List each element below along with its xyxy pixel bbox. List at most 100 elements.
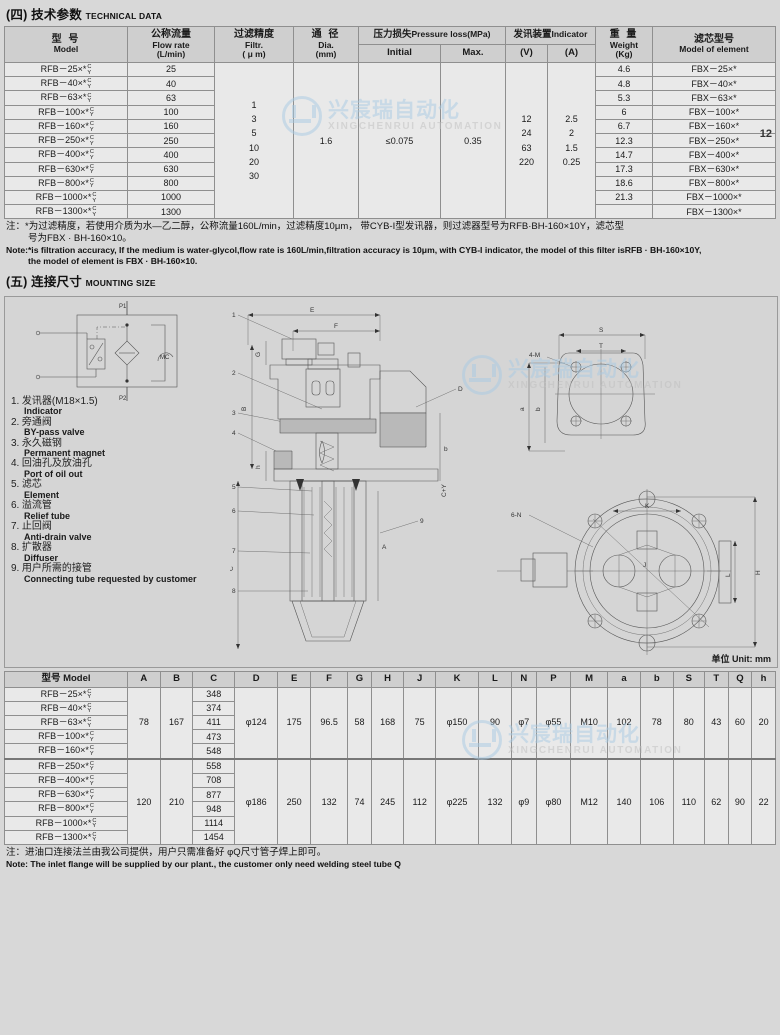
section-title-zh: 技术参数: [31, 8, 82, 22]
section-title-zh-2: 连接尺寸: [31, 274, 82, 289]
cell-weight: 6: [595, 104, 653, 120]
dim-th-f: F: [309, 670, 349, 688]
cell-dim-C: 548: [192, 743, 236, 760]
section-title-en-2: MOUNTING SIZE: [85, 277, 156, 288]
cell-dim-J: 112: [403, 758, 436, 845]
cell-dim-C: 558: [192, 758, 236, 774]
cell-dim-H: 168: [370, 686, 405, 760]
dim-th-s: S: [672, 670, 706, 688]
legend-label-en: Diffuser: [24, 552, 59, 563]
dim-F: F: [334, 323, 338, 330]
th-filtration: 过滤精度 Filtr. ( μ m): [214, 25, 294, 64]
cell-dim-a: 140: [607, 758, 641, 845]
th-indicator-a: (A): [547, 44, 596, 64]
section-heading-technical-data: (四) 技术参数 TECHNICAL DATA: [0, 0, 780, 26]
dim-th-m: M: [570, 670, 609, 688]
th-indicator-en: Indicator: [551, 29, 588, 40]
dim-S: S: [599, 327, 604, 334]
section-heading-mounting-size: (五) 连接尺寸 MOUNTING SIZE: [0, 267, 780, 293]
cell-weight: [595, 204, 653, 220]
dim-th-n: N: [510, 670, 537, 688]
cell-dim-M: M10: [570, 686, 609, 760]
legend-label-zh: 止回阀: [21, 521, 52, 533]
technical-data-table: 型 号 Model 公称流量 Flow rate (L/min) 过滤精度 Fi…: [4, 25, 776, 220]
dim-T: T: [599, 343, 603, 350]
dim-C: C: [230, 566, 235, 571]
cell-weight: 18.6: [595, 175, 653, 192]
dim-B: B: [241, 406, 248, 410]
cell-flow-rate: 1300: [127, 204, 215, 220]
cell-dim-b: 78: [639, 686, 674, 760]
callout-7: 7: [232, 548, 236, 555]
cell-element: FBX－1000×*: [652, 189, 776, 206]
legend-number: 4.: [11, 458, 20, 470]
dim-th-k: K: [434, 670, 480, 688]
th-pressure-max: Max.: [439, 44, 506, 64]
dim-a: a: [519, 407, 526, 411]
header-row-1: 型 号 Model 公称流量 Flow rate (L/min) 过滤精度 Fi…: [4, 25, 776, 64]
cell-dim-T: 43: [704, 686, 729, 760]
cell-dim-L: 90: [478, 686, 512, 760]
cell-dim-E: 250: [277, 758, 311, 845]
legend-number: 5.: [11, 479, 20, 491]
note-cn-line2: 号为FBX · BH-160×10。: [28, 233, 132, 245]
cell-flow-rate: 1000: [127, 189, 215, 206]
cell-flow-rate: 630: [127, 161, 215, 177]
cell-dim-C: 473: [192, 729, 236, 745]
legend-label-en: Relief tube: [24, 510, 71, 521]
cell-dim-b: 106: [639, 758, 674, 845]
callout-9: 9: [420, 518, 424, 525]
cell-element: FBX－400×*: [652, 147, 776, 163]
cell-dim-C: 877: [192, 787, 236, 803]
cell-dim-C: 708: [192, 772, 236, 789]
technical-data-note: 注：*为过滤精度，若使用介质为水—乙二醇，公称流量160L/min，过滤精度10…: [6, 221, 774, 266]
dim-b2: b: [535, 407, 542, 411]
legend-number: 9.: [11, 563, 20, 575]
cell-flow-rate: 40: [127, 76, 215, 92]
technical-data-header: 型 号 Model 公称流量 Flow rate (L/min) 过滤精度 Fi…: [4, 25, 776, 64]
callout-8: 8: [232, 588, 236, 595]
dim-th-l: L: [478, 670, 512, 688]
cell-dim-J: 75: [403, 686, 436, 760]
callout-1: 1: [232, 312, 236, 319]
cell-element: FBX－1300×*: [652, 204, 776, 220]
legend-number: 8.: [11, 542, 20, 554]
label-4M: 4-M: [529, 352, 540, 359]
cell-dim-P: φ55: [535, 686, 572, 760]
cell-element: FBX－630×*: [652, 161, 776, 177]
cell-dia: 1.6: [293, 62, 359, 220]
cell-dim-C: 1454: [192, 829, 236, 845]
flange-top-view: S T a b 4-M: [519, 327, 655, 451]
cell-dim-K: φ225: [434, 758, 480, 845]
cell-dim-S: 80: [672, 686, 706, 760]
page-number: 12: [759, 128, 772, 140]
cell-dim-K: φ150: [434, 686, 480, 760]
cell-dim-D: φ124: [234, 686, 279, 760]
